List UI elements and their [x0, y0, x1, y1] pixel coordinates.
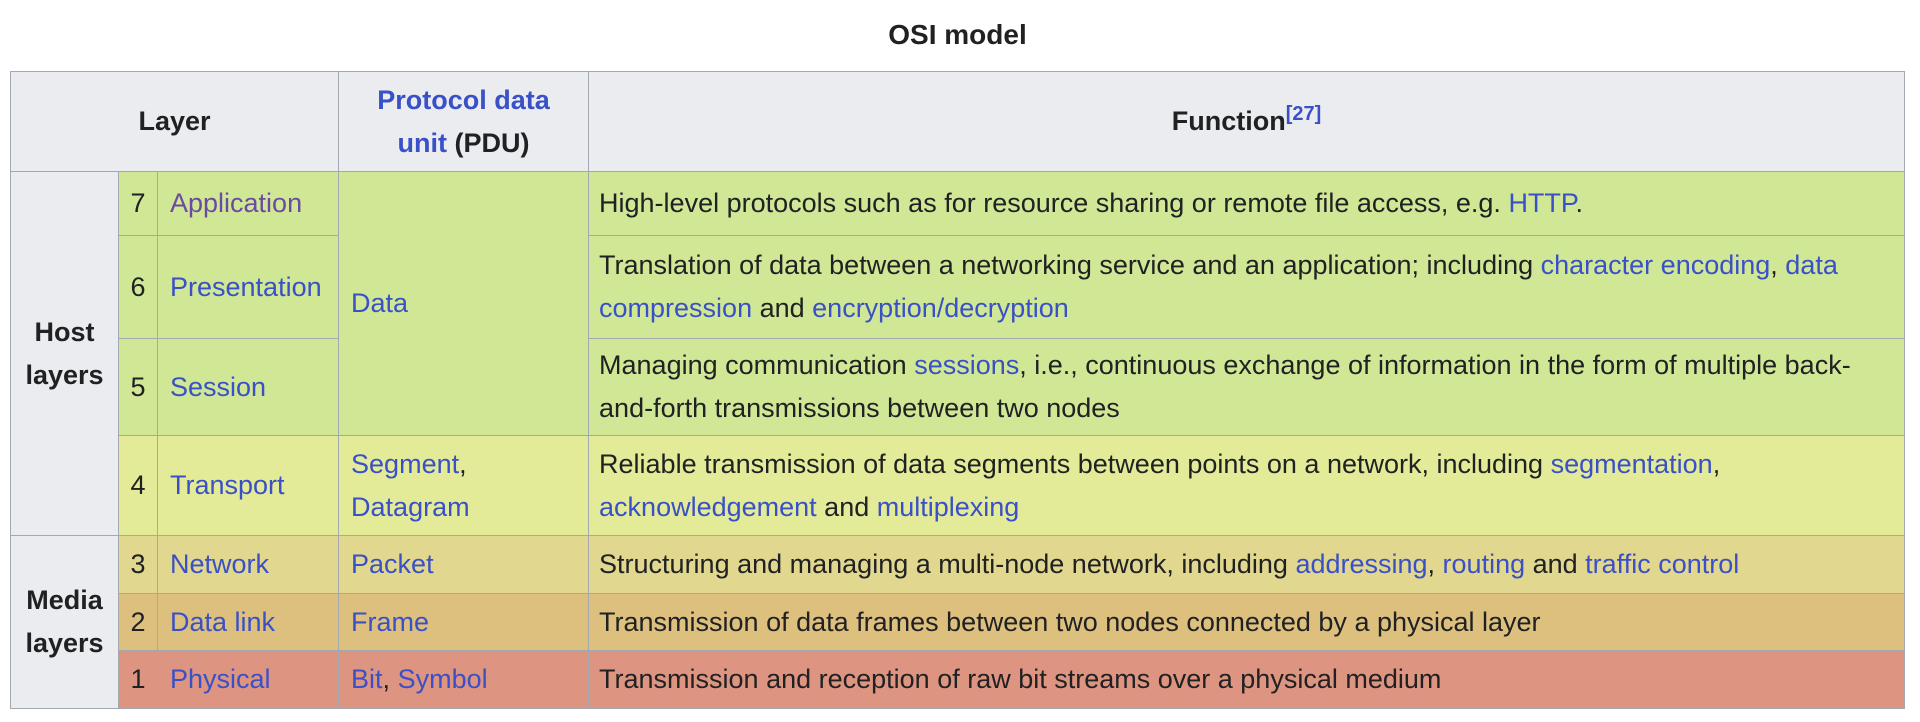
- pdu-cell: Bit, Symbol: [338, 650, 590, 709]
- layer-number: 5: [118, 338, 158, 436]
- layer-number: 4: [118, 435, 158, 536]
- session-link[interactable]: Session: [170, 371, 267, 402]
- reference-27-link[interactable]: [27]: [1285, 103, 1322, 125]
- table-row-layer-1: 1 Physical Bit, Symbol Transmission and …: [11, 650, 1905, 709]
- data-link-link[interactable]: Data link: [170, 606, 276, 637]
- transport-link[interactable]: Transport: [170, 470, 285, 500]
- layer-number: 6: [118, 235, 158, 339]
- application-link[interactable]: Application: [170, 188, 303, 218]
- pdu-cell: Segment, Datagram: [338, 435, 590, 536]
- table-row-layer-4: 4 Transport Segment, Datagram Reliable t…: [11, 435, 1905, 536]
- column-header-pdu: Protocol data unit (PDU): [338, 71, 590, 172]
- layer-name: Physical: [156, 650, 340, 709]
- pdu-cell: Frame: [338, 593, 590, 651]
- bit-link[interactable]: Bit: [351, 664, 383, 694]
- table-row-layer-5: 5 Session Managing communication session…: [11, 338, 1905, 436]
- table-caption: OSI model: [888, 19, 1027, 50]
- layer-name: Application: [156, 171, 340, 236]
- table-row-layer-2: 2 Data link Frame Transmission of data f…: [11, 593, 1905, 651]
- presentation-link[interactable]: Presentation: [170, 271, 322, 302]
- datagram-link[interactable]: Datagram: [351, 491, 470, 522]
- frame-link[interactable]: Frame: [351, 606, 430, 637]
- encryption-decryption-link[interactable]: encryption/decryption: [812, 293, 1069, 323]
- osi-model-table: OSI model Layer Protocol data unit (PDU)…: [9, 0, 1905, 709]
- function-cell: Managing communication sessions, i.e., c…: [588, 338, 1905, 436]
- table-row-layer-3: Media layers 3 Network Packet Structurin…: [10, 535, 1905, 709]
- multiplexing-link[interactable]: multiplexing: [876, 491, 1020, 522]
- data-compression-link[interactable]: data compression: [599, 250, 1838, 323]
- layer-number: 1: [118, 650, 158, 709]
- layer-name: Network: [156, 535, 340, 594]
- addressing-link[interactable]: addressing: [1295, 549, 1428, 579]
- function-cell: Transmission of data frames between two …: [588, 593, 1905, 651]
- pdu-cell: Data: [338, 171, 590, 436]
- packet-link[interactable]: Packet: [351, 549, 434, 579]
- sessions-link[interactable]: sessions: [914, 350, 1020, 380]
- function-cell: High-level protocols such as for resourc…: [588, 171, 1905, 236]
- row-group-media-layers: Media layers: [10, 535, 119, 709]
- traffic-control-link[interactable]: traffic control: [1585, 549, 1740, 579]
- physical-link[interactable]: Physical: [170, 664, 271, 694]
- function-cell: Transmission and reception of raw bit st…: [588, 650, 1905, 709]
- function-cell: Translation of data between a networking…: [588, 235, 1905, 339]
- header-row: Layer Protocol data unit (PDU) Function[…: [9, 71, 1905, 172]
- layer-name: Presentation: [156, 235, 340, 339]
- data-pdu-link[interactable]: Data: [351, 288, 409, 318]
- http-link[interactable]: HTTP: [1508, 188, 1576, 218]
- character-encoding-link[interactable]: character encoding: [1540, 250, 1771, 280]
- pdu-cell: Packet: [338, 535, 590, 594]
- routing-link[interactable]: routing: [1442, 549, 1526, 579]
- segmentation-link[interactable]: segmentation: [1550, 448, 1713, 479]
- column-header-layer: Layer: [9, 71, 340, 172]
- acknowledgement-link[interactable]: acknowledgement: [599, 491, 817, 522]
- layer-name: Data link: [156, 593, 340, 651]
- layer-number: 7: [118, 171, 158, 236]
- layer-name: Session: [156, 338, 340, 436]
- symbol-link[interactable]: Symbol: [397, 664, 488, 694]
- column-header-function: Function[27]: [588, 71, 1905, 172]
- table-row-layer-6: 6 Presentation Translation of data betwe…: [11, 235, 1905, 339]
- row-group-host-layers: Host layers: [10, 171, 119, 536]
- function-cell: Reliable transmission of data segments b…: [588, 435, 1905, 536]
- layer-number: 2: [118, 593, 158, 651]
- table-row-layer-7: Host layers 7 Application Data High-leve…: [10, 171, 1905, 536]
- function-cell: Structuring and managing a multi-node ne…: [588, 535, 1905, 594]
- segment-link[interactable]: Segment: [351, 448, 460, 479]
- layer-number: 3: [118, 535, 158, 594]
- protocol-data-unit-link[interactable]: Protocol data unit: [377, 84, 550, 158]
- network-link[interactable]: Network: [170, 549, 270, 579]
- layer-name: Transport: [156, 435, 340, 536]
